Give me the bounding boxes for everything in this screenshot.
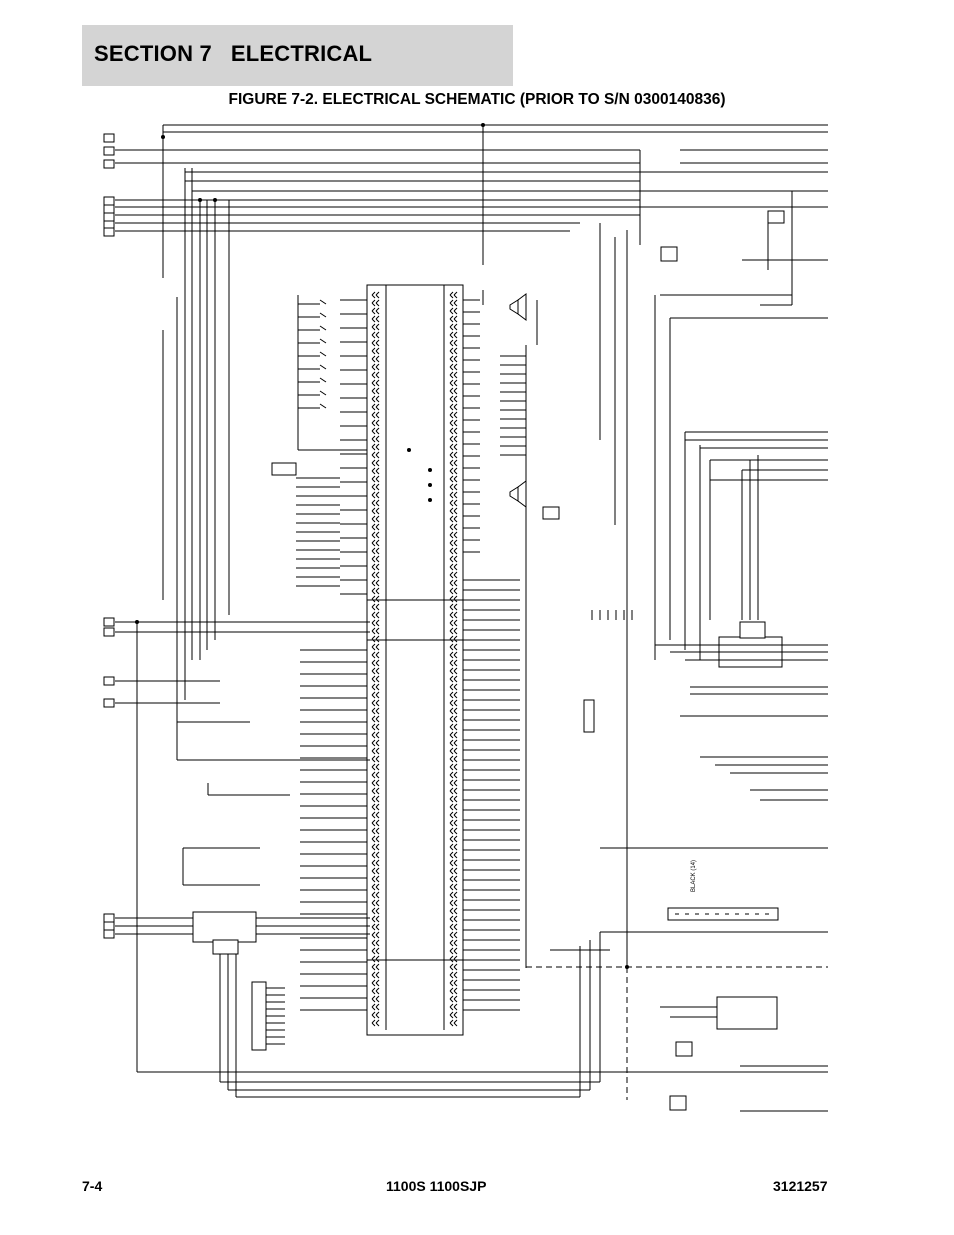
schematic-wiring [103,123,828,1112]
schematic-detail-wiring [266,291,769,1045]
model-number: 1100S 1100SJP [386,1178,487,1194]
wire-label-black-14: BLACK (14) [691,860,697,892]
section-header-band [82,25,513,86]
section-title: SECTION 7 ELECTRICAL [94,41,373,66]
manual-part-number: 3121257 [773,1178,828,1194]
figure-caption: FIGURE 7-2. ELECTRICAL SCHEMATIC (PRIOR … [228,91,726,108]
page-number: 7-4 [82,1178,103,1194]
